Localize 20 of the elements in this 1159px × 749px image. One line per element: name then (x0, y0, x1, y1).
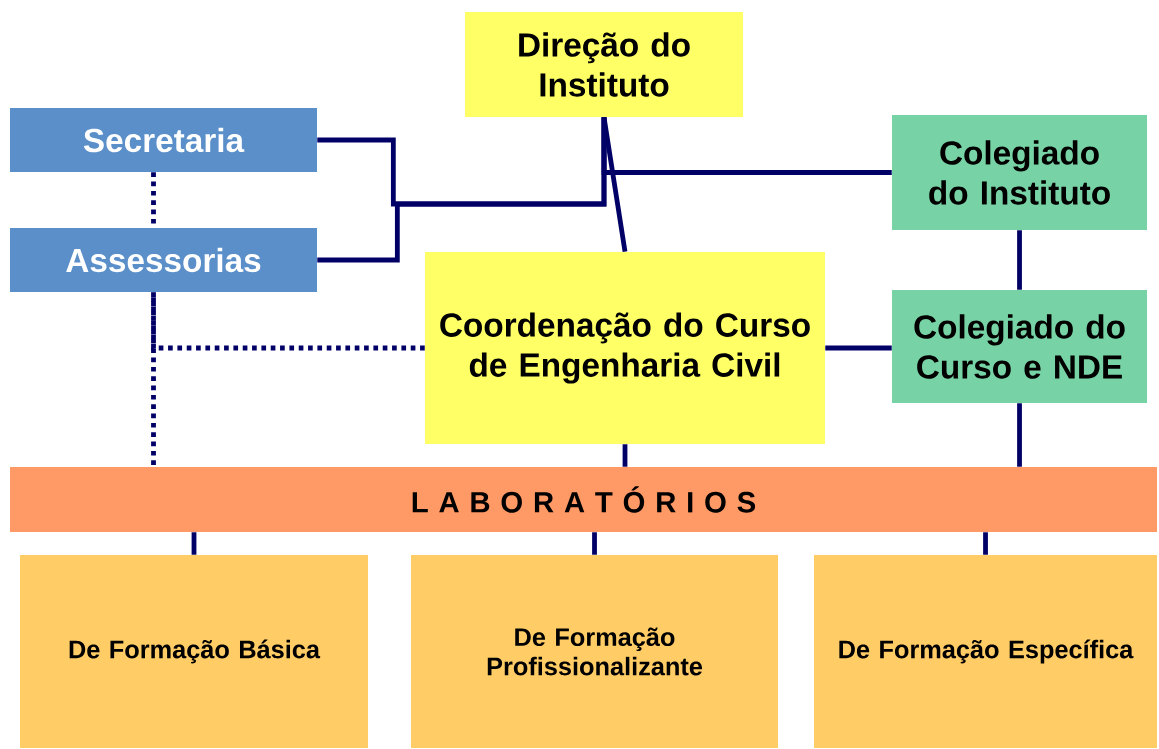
connector-line (317, 117, 607, 263)
laboratory-box: De Formação Específica (814, 555, 1157, 748)
title-box: Direção do Instituto (465, 12, 743, 117)
connector-line (825, 345, 892, 351)
connector-line (191, 532, 197, 555)
laboratory-band: L A B O R A T Ó R I O S (10, 467, 1157, 532)
connector-line (622, 444, 628, 467)
dotted-connector (151, 292, 425, 351)
council-box: Colegiado do Curso e NDE (892, 290, 1147, 403)
laboratory-box: De Formação Profissionalizante (411, 555, 778, 748)
connector-line (1017, 403, 1022, 467)
office-box: Secretaria (10, 108, 317, 172)
council-box: Colegiado do Instituto (892, 115, 1147, 230)
coordination-box: Coordenação do Curso de Engenharia Civil (425, 252, 825, 444)
connector-line (592, 532, 597, 555)
connector-line (983, 532, 988, 555)
office-box: Assessorias (10, 228, 317, 292)
connector-line (1017, 230, 1022, 290)
dotted-connector (151, 292, 156, 467)
laboratory-box: De Formação Básica (20, 555, 368, 748)
